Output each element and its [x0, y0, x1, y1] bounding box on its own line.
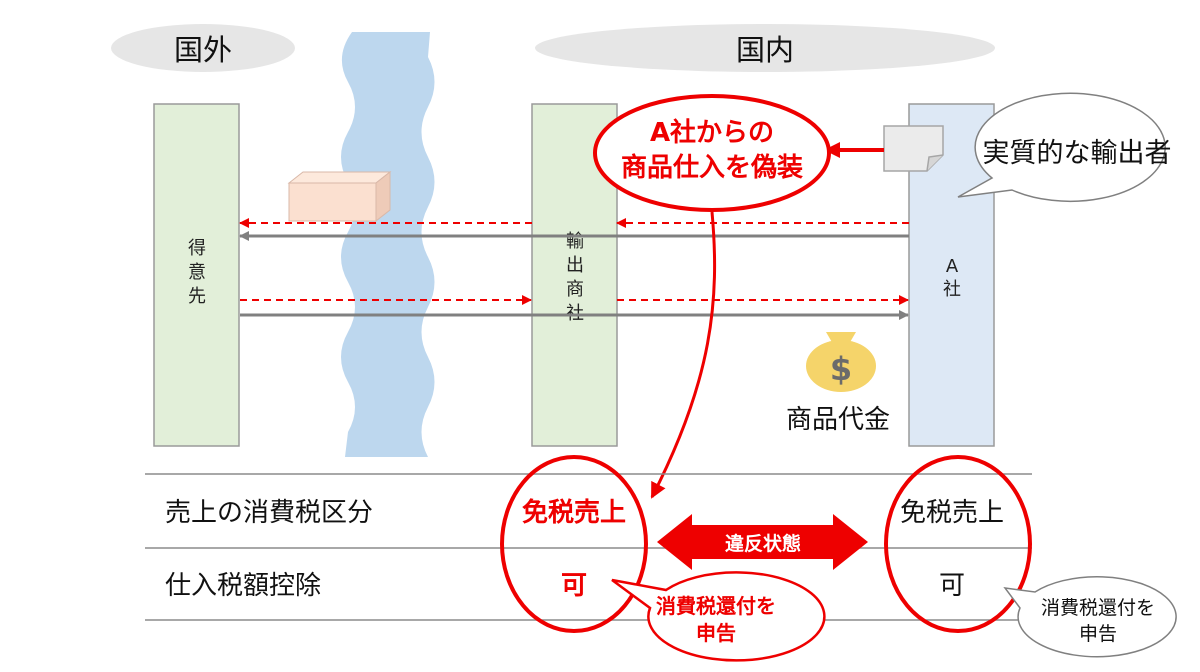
domestic-region-pill [535, 24, 995, 72]
payment-label: 商品代金 [786, 405, 890, 435]
refund-callout-gray [1003, 575, 1177, 658]
row-label-sales-tax-category: 売上の消費税区分 [165, 498, 373, 528]
customer-column [153, 103, 240, 447]
a-credit-status: 可 [939, 571, 965, 601]
trading-company-char-1: 輸 [566, 231, 584, 252]
violation-label: 違反状態 [725, 532, 801, 555]
svg-text:$: $ [830, 350, 852, 388]
trader-sales-status: 免税売上 [522, 497, 626, 528]
company-a-char-2: 社 [943, 279, 961, 300]
disguise-text-line2: 商品仕入を偽装 [621, 152, 803, 183]
disguise-text-line1: A社からの [650, 117, 774, 148]
trader-status-highlight [500, 455, 648, 633]
company-a-char-1: A [946, 256, 959, 277]
overseas-region-label: 国外 [174, 33, 232, 67]
refund-gray-line1: 消費税還付を [1041, 597, 1155, 619]
document-icon [883, 125, 944, 172]
trading-company-char-2: 出 [566, 255, 584, 276]
refund-red-line2: 申告 [696, 621, 736, 645]
refund-red-line1: 消費税還付を [656, 594, 776, 618]
trader-credit-status: 可 [561, 571, 587, 601]
border-river [341, 32, 435, 457]
a-sales-status: 免税売上 [900, 498, 1004, 528]
customer-label-char-2: 意 [188, 262, 206, 283]
trading-company-char-3: 商 [566, 279, 584, 300]
violation-double-arrow [657, 514, 868, 570]
a-status-highlight [884, 455, 1032, 633]
real-exporter-bubble [957, 92, 1166, 203]
refund-callout-red [611, 571, 826, 662]
refund-gray-line2: 申告 [1079, 623, 1117, 645]
disguise-callout [593, 94, 831, 212]
row-label-input-tax-credit: 仕入税額控除 [165, 571, 321, 601]
domestic-region-label: 国内 [736, 33, 794, 67]
money-bag-icon: $ [806, 332, 876, 392]
real-exporter-text: 実質的な輸出者 [983, 138, 1172, 169]
shipment-box-icon [287, 170, 392, 223]
customer-label-char-3: 先 [188, 286, 206, 307]
customer-label-char-1: 得 [188, 238, 206, 259]
overseas-region-pill [111, 24, 295, 72]
disguise-to-status-arrow [650, 211, 717, 499]
